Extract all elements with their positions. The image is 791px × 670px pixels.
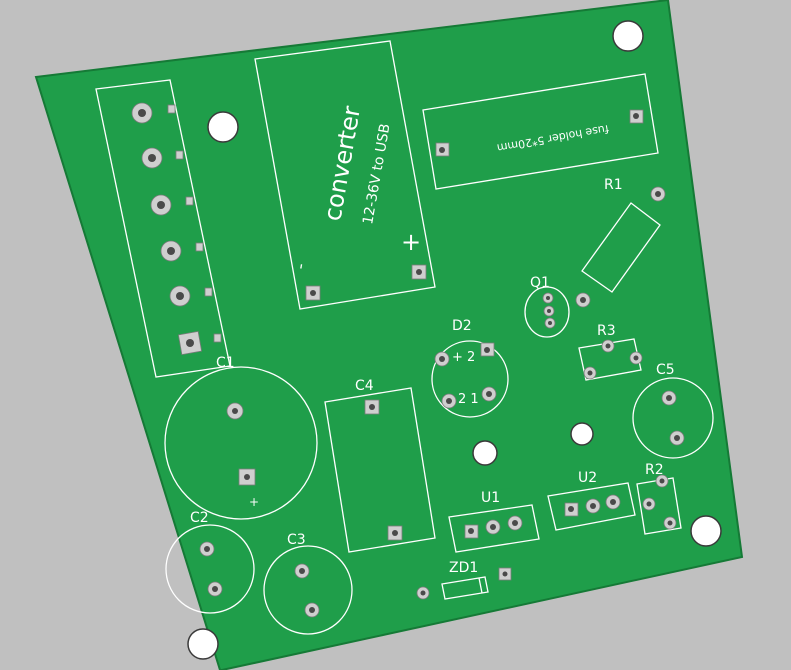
r1-label: R1 [604,177,623,193]
r1-pad [575,292,591,308]
terminal-block-j1 [95,79,231,378]
d2-pin-top: + 2 [452,350,475,365]
mounting-hole-center-right [570,422,594,446]
capacitor-c1: C1 + [164,355,318,520]
mounting-hole-center [472,440,498,466]
mounting-hole-bottom-right [690,515,722,547]
capacitor-c5: C5 [632,362,714,459]
resistor-r3: R3 [578,323,643,381]
capacitor-c4: C4 [324,378,436,553]
mounting-hole-top-right [612,20,644,52]
terminal-pad [160,240,182,262]
r1-pad [650,186,666,202]
zd1-label: ZD1 [449,560,478,576]
resistor-r1: R1 [575,177,666,308]
regulator-u1: U1 [448,490,540,553]
regulator-u2: U2 [547,470,636,531]
d2-label: D2 [452,318,472,334]
capacitor-c2: C2 [165,510,255,614]
u2-label: U2 [578,470,597,486]
terminal-pad [141,147,163,169]
c1-label: C1 [216,355,235,371]
converter-plus: + [401,228,421,256]
terminal-pad [131,102,153,124]
led-d2: D2 + 2 2 1 [431,318,509,418]
mounting-hole-top-left [207,111,239,143]
c4-label: C4 [355,378,374,394]
mounting-hole-bottom-left [187,628,219,660]
terminal-pad [169,285,191,307]
resistor-r2: R2 [636,462,682,535]
capacitor-c3: C3 [263,532,353,635]
r2-label: R2 [645,462,664,478]
u1-label: U1 [481,490,500,506]
zener-zd1: ZD1 [416,560,512,600]
transistor-q1: Q1 [524,275,570,338]
c3-label: C3 [287,532,306,548]
terminal-pad [150,194,172,216]
d2-pin-bottom: 2 1 [458,392,479,407]
c1-plus: + [249,495,259,509]
c5-label: C5 [656,362,675,378]
converter-minus: - [290,262,310,271]
r3-label: R3 [597,323,616,339]
terminal-pad-square [177,330,203,356]
pcb-board [34,0,744,670]
c2-label: C2 [190,510,209,526]
